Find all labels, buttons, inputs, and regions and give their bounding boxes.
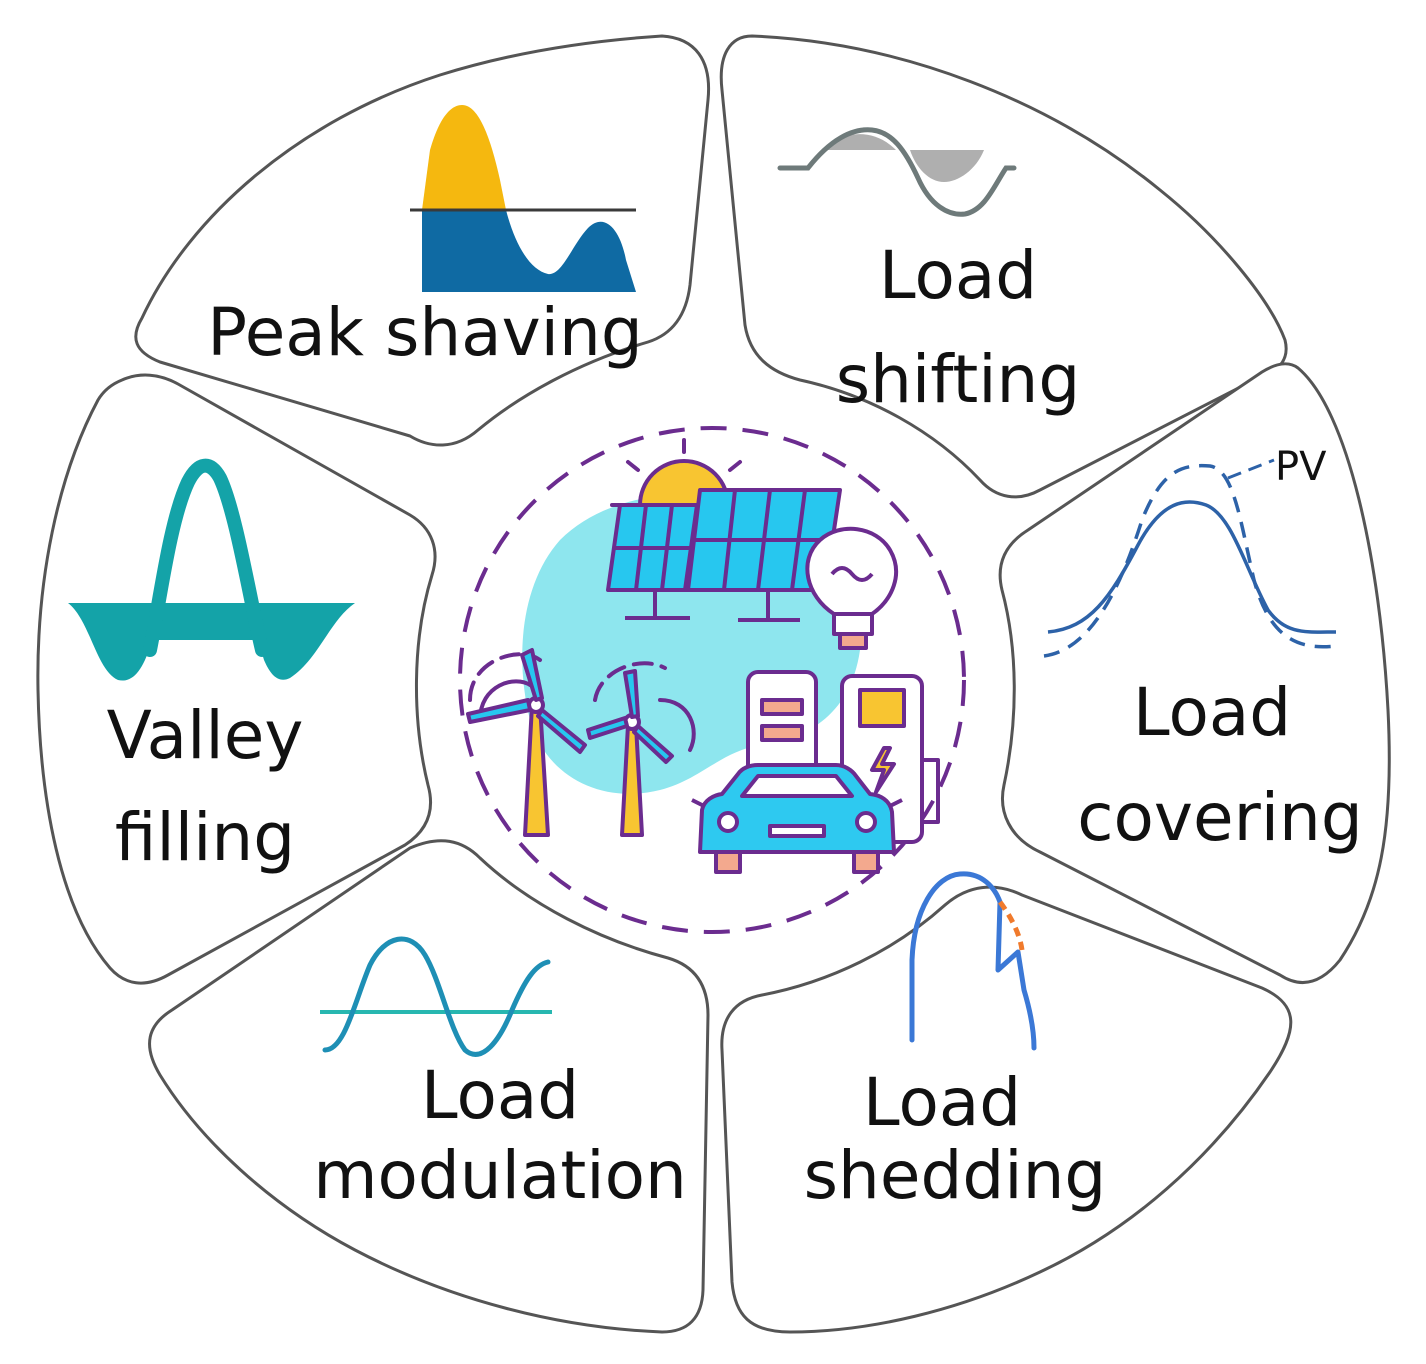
segment-load-shifting [719,34,1288,499]
valley-filling-curve-icon [68,458,355,681]
load-shedding-label-line1: Load [863,1064,1021,1141]
segment-load-shedding [720,885,1293,1334]
segment-load-modulation [148,839,710,1334]
load-covering-curve-icon [1043,458,1337,658]
light-bulb-icon [805,526,898,650]
load-shifting-label-line1: Load [879,237,1037,314]
load-modulation-label-line2: modulation [313,1137,687,1214]
electric-car-icon [691,763,903,874]
peak-shaving-label: Peak shaving [207,294,642,371]
load-shifting-label-line2: shifting [836,341,1081,418]
load-shedding-curve-icon [909,871,1037,1051]
central-illustration [458,426,966,934]
load-shifting-curve-icon [777,127,1017,217]
peak-shaving-curve-icon [410,105,636,292]
solar-panel-icon [686,488,842,622]
valley-filling-label-line1: Valley [107,697,304,774]
load-covering-label-line1: Load [1133,674,1291,751]
valley-filling-label-line2: filling [115,799,295,876]
load-shedding-label-line2: shedding [804,1137,1107,1214]
load-modulation-curve-icon [320,936,552,1057]
battery-icon [746,670,818,786]
center-dashed-ring [458,426,966,934]
load-covering-label-line2: covering [1077,779,1363,856]
segment-load-covering [998,362,1391,984]
pv-label: PV [1275,444,1327,490]
load-modulation-label-line1: Load [421,1057,579,1134]
segment-valley-filling [36,373,437,985]
wind-turbine-icon [466,648,667,837]
wind-turbine-icon [586,669,696,837]
